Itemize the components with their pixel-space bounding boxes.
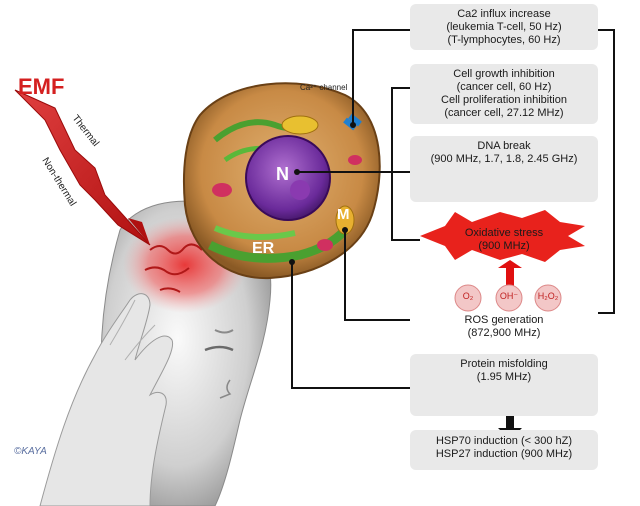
- dna-break-box: DNA break (900 MHz, 1.7, 1.8, 2.45 GHz): [410, 136, 598, 202]
- ca-channel-label: Ca²⁺ channel: [300, 83, 348, 92]
- er-label: ER: [252, 240, 275, 257]
- dna-break-title: DNA break: [477, 140, 531, 152]
- emf-lightning-bolt: [14, 89, 151, 246]
- er-structure: [207, 226, 349, 263]
- hsp70-text: HSP70 induction (< 300 hZ): [435, 435, 573, 447]
- ca-influx-title: Ca2 influx increase: [457, 8, 551, 20]
- hsp-induction-box: HSP70 induction (< 300 hZ) HSP27 inducti…: [410, 430, 598, 470]
- protein-title: Protein misfolding: [460, 358, 548, 370]
- growth-title: Cell growth inhibition: [453, 68, 555, 80]
- connector-lines: [291, 29, 615, 389]
- oh-label: OH⁻: [499, 291, 519, 301]
- ca-influx-detail-1: (leukemia T-cell, 50 Hz): [446, 21, 562, 33]
- nucleus-label: N: [276, 164, 289, 184]
- h2o2-label: H₂O₂: [537, 291, 559, 301]
- proliferation-detail: (cancer cell, 27.12 MHz): [444, 107, 564, 119]
- mitochondria-label: M: [337, 206, 350, 223]
- nucleus-structure: [245, 135, 331, 221]
- protein-misfolding-box: Protein misfolding (1.95 MHz): [410, 354, 598, 416]
- dna-break-detail: (900 MHz, 1.7, 1.8, 2.45 GHz): [430, 153, 578, 165]
- ros-text: ROS generation (872,900 MHz): [410, 314, 598, 340]
- ros-detail: (872,900 MHz): [467, 327, 541, 339]
- h2o2-molecule-icon: [534, 284, 562, 312]
- growth-detail: (cancer cell, 60 Hz): [456, 81, 552, 93]
- ca-influx-box: Ca2 influx increase (leukemia T-cell, 50…: [410, 4, 598, 50]
- hand-illustration: [39, 293, 174, 506]
- o2-label: O₂: [462, 291, 474, 301]
- cell-illustration: [182, 82, 381, 280]
- copyright-label: ©KAYA: [14, 446, 47, 457]
- cell-growth-box: Cell growth inhibition (cancer cell, 60 …: [410, 64, 598, 124]
- oxidative-detail: (900 MHz): [478, 240, 530, 252]
- emf-label: EMF: [18, 74, 65, 99]
- ros-title: ROS generation: [464, 314, 544, 326]
- thermal-label: Thermal: [70, 113, 101, 149]
- proliferation-title: Cell proliferation inhibition: [441, 94, 567, 106]
- o2-molecule-icon: [454, 284, 482, 312]
- oh-molecule-icon: [495, 284, 523, 312]
- oxidative-stress-burst: [420, 210, 585, 262]
- head-illustration: [39, 200, 272, 506]
- oxidative-title: Oxidative stress: [464, 227, 544, 239]
- protein-detail: (1.95 MHz): [476, 371, 532, 383]
- oxidative-stress-text: Oxidative stress (900 MHz): [410, 227, 598, 253]
- ca-influx-detail-2: (T-lymphocytes, 60 Hz): [447, 34, 561, 46]
- hsp27-text: HSP27 induction (900 MHz): [435, 448, 573, 460]
